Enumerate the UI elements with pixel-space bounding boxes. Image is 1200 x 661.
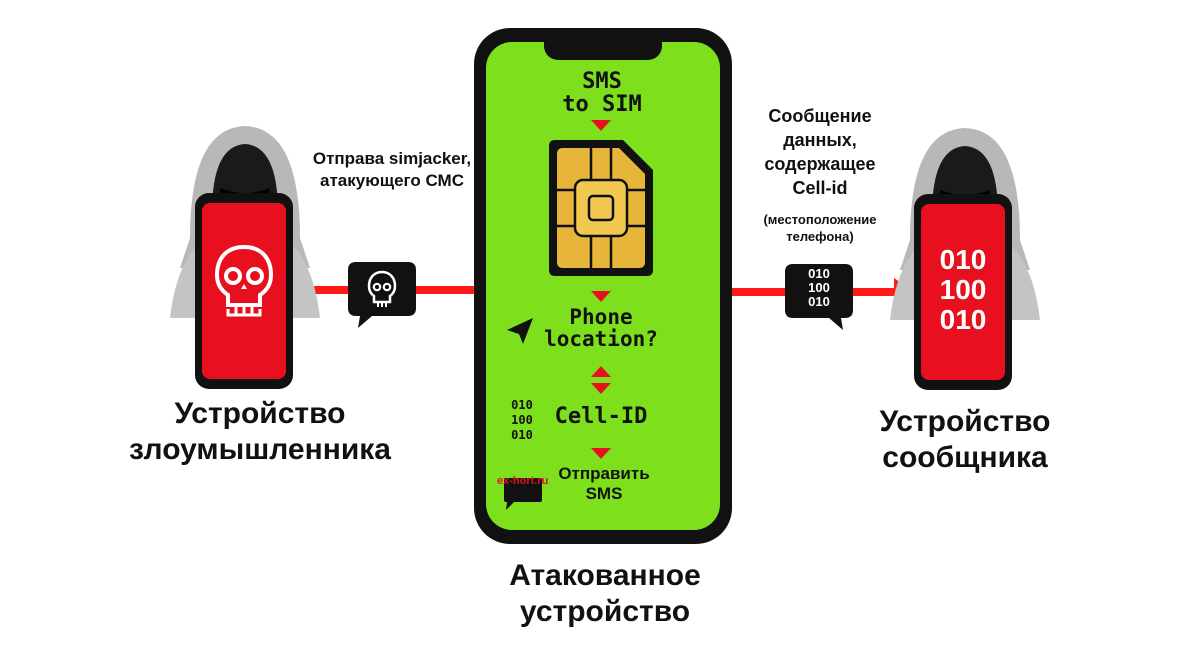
skull-icon bbox=[214, 244, 274, 317]
attacked-device-label: Атакованное устройство bbox=[450, 558, 760, 630]
send-sms-line: SMS bbox=[585, 484, 623, 503]
down-arrow-2 bbox=[591, 291, 611, 302]
accomplice-phone-digits: 010 100 010 bbox=[921, 245, 1005, 335]
accomplice-device-label: Устройство сообщника bbox=[820, 404, 1110, 476]
attacker-device-label-line: Устройство bbox=[174, 397, 346, 430]
sim-card-icon bbox=[549, 140, 653, 276]
data-bubble-digits: 010 100 010 bbox=[785, 267, 853, 309]
send-sms-caption: Отправа simjacker, атакующего СМС bbox=[292, 148, 492, 192]
attacker-device-label-line: злоумышленника bbox=[129, 433, 391, 466]
send-sms-caption-line: атакующего СМС bbox=[320, 171, 464, 190]
attacked-device-label-line: устройство bbox=[519, 595, 691, 628]
down-arrow-3 bbox=[591, 448, 611, 459]
binary-line: 100 bbox=[511, 413, 533, 427]
accomplice-device-label-line: сообщника bbox=[882, 441, 1048, 474]
data-chat-bubble-icon bbox=[785, 264, 853, 330]
bubble-binary-line: 100 bbox=[808, 280, 830, 295]
data-message-line: данных, bbox=[783, 130, 857, 150]
cell-id-label: Cell-ID bbox=[554, 404, 648, 429]
up-arrow-cell bbox=[591, 366, 611, 377]
location-note-line: (местоположение bbox=[763, 212, 877, 227]
location-arrow-icon bbox=[507, 318, 533, 344]
location-note: (местоположение телефона) bbox=[730, 211, 910, 245]
binary-line: 010 bbox=[511, 398, 533, 412]
attacker-device-label: Устройство злоумышленника bbox=[100, 396, 420, 468]
down-arrow-cell bbox=[591, 383, 611, 394]
send-sms-label: Отправить SMS bbox=[546, 464, 662, 504]
sms-to-sim-line: to SIM bbox=[562, 92, 642, 117]
attacker-phone bbox=[195, 193, 293, 389]
phone-location-line: location? bbox=[544, 327, 658, 351]
send-sms-line: Отправить bbox=[558, 464, 650, 483]
down-arrow-1 bbox=[591, 120, 611, 131]
phone-binary-block: 010 100 010 bbox=[504, 398, 540, 443]
phone-location-line: Phone bbox=[569, 305, 633, 329]
sms-to-sim-title: SMS to SIM bbox=[548, 70, 656, 116]
accomplice-phone bbox=[914, 194, 1012, 390]
accomplice-binary-line: 100 bbox=[939, 274, 987, 305]
send-sms-caption-line: Отправа simjacker, bbox=[312, 149, 472, 168]
attacked-device-label-line: Атакованное bbox=[509, 559, 701, 592]
attacker-phone-screen bbox=[202, 203, 286, 379]
watermark: ex-hort.ru bbox=[497, 475, 549, 487]
skull-chat-bubble-icon bbox=[348, 262, 416, 328]
accomplice-device-label-line: Устройство bbox=[879, 405, 1051, 438]
accomplice-binary-line: 010 bbox=[939, 304, 987, 335]
bubble-binary-line: 010 bbox=[808, 294, 830, 309]
chat-bubble-icon bbox=[504, 478, 542, 510]
accomplice-phone-screen bbox=[921, 204, 1005, 380]
accomplice-binary-line: 010 bbox=[939, 244, 987, 275]
phone-notch bbox=[544, 38, 662, 60]
sms-to-sim-line: SMS bbox=[582, 69, 622, 94]
phone-location-title: Phone location? bbox=[536, 306, 666, 350]
location-note-line: телефона) bbox=[786, 229, 854, 244]
data-message-line: Cell-id bbox=[792, 178, 848, 198]
data-message-caption: Сообщение данных, содержащее Cell-id bbox=[730, 104, 910, 200]
data-message-line: содержащее bbox=[764, 154, 876, 174]
binary-line: 010 bbox=[511, 428, 533, 442]
bubble-binary-line: 010 bbox=[808, 266, 830, 281]
data-message-line: Сообщение bbox=[768, 106, 872, 126]
